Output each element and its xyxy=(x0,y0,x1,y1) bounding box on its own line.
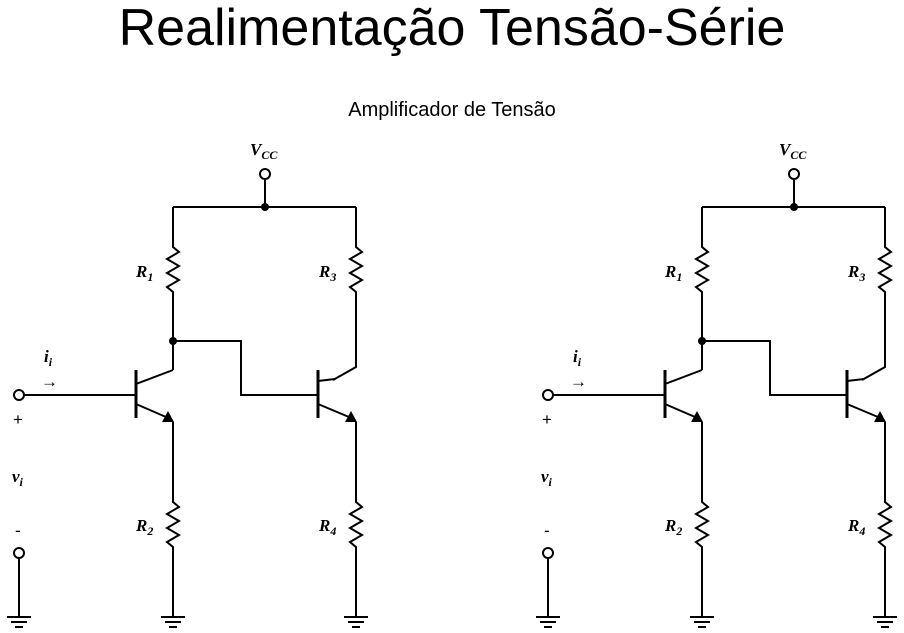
r4-label: R4 xyxy=(847,516,865,538)
r1-label: R1 xyxy=(135,262,153,284)
r2-label: R2 xyxy=(135,516,153,538)
circuit-schematic xyxy=(5,167,370,629)
page-title: Realimentação Tensão-Série xyxy=(118,0,786,57)
circuit-schematic xyxy=(534,167,899,629)
vcc-label: VCC xyxy=(779,140,807,162)
left-circuit: VCC R1 R3 R2 R4 ii → + vi - xyxy=(5,140,370,629)
r4-label: R4 xyxy=(318,516,336,538)
input-voltage-label: vi xyxy=(541,467,553,489)
r3-label: R3 xyxy=(847,262,865,284)
r1-label: R1 xyxy=(664,262,682,284)
vcc-label: VCC xyxy=(250,140,278,162)
input-current-arrow: → xyxy=(41,372,58,391)
input-current-arrow: → xyxy=(570,372,587,391)
plus-sign: + xyxy=(13,410,23,429)
input-current-label: ii xyxy=(573,347,582,369)
minus-sign: - xyxy=(15,521,21,540)
r2-label: R2 xyxy=(664,516,682,538)
plus-sign: + xyxy=(542,410,552,429)
r3-label: R3 xyxy=(318,262,336,284)
minus-sign: - xyxy=(544,521,550,540)
diagram-subtitle: Amplificador de Tensão xyxy=(348,99,556,121)
right-circuit: VCC R1 R3 R2 R4 ii → + vi - xyxy=(534,140,899,629)
input-current-label: ii xyxy=(44,347,53,369)
input-voltage-label: vi xyxy=(12,467,24,489)
